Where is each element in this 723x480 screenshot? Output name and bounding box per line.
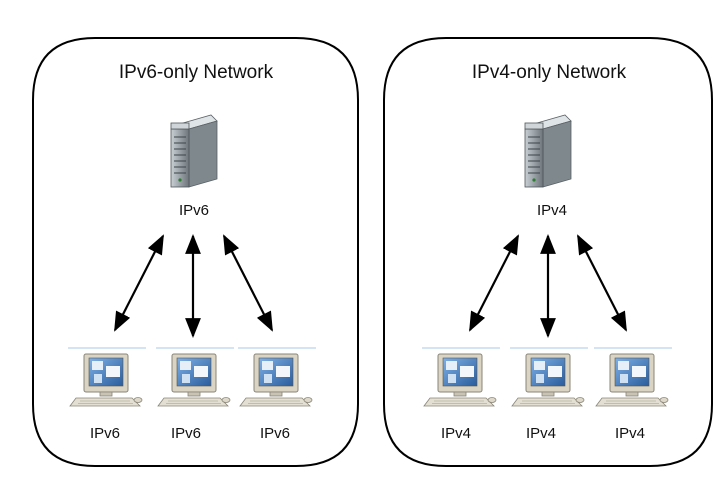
connection-arrow xyxy=(114,234,164,332)
network-boundary-ipv6 xyxy=(32,37,359,467)
computer-icon xyxy=(593,347,673,407)
computer-icon xyxy=(67,347,147,407)
client-label: IPv6 xyxy=(170,425,201,442)
client-label: IPv4 xyxy=(614,425,645,442)
connection-arrow xyxy=(469,234,519,332)
client-label: IPv6 xyxy=(259,425,290,442)
server-label: IPv4 xyxy=(536,202,567,219)
client-label: IPv6 xyxy=(89,425,120,442)
network-group-ipv6 xyxy=(32,37,359,467)
network-group-ipv4 xyxy=(383,37,713,467)
server-label: IPv6 xyxy=(178,202,209,219)
connection-arrow xyxy=(577,234,627,332)
client-label: IPv4 xyxy=(440,425,471,442)
network-title: IPv4-only Network xyxy=(471,62,627,83)
network-boundary-ipv4 xyxy=(383,37,713,467)
computer-icon xyxy=(421,347,501,407)
client-label: IPv4 xyxy=(525,425,556,442)
server-icon xyxy=(170,114,218,188)
computer-icon xyxy=(155,347,235,407)
computer-icon xyxy=(509,347,589,407)
network-title: IPv6-only Network xyxy=(118,62,274,83)
server-icon xyxy=(524,114,572,188)
connection-arrow xyxy=(223,234,273,332)
computer-icon xyxy=(237,347,317,407)
